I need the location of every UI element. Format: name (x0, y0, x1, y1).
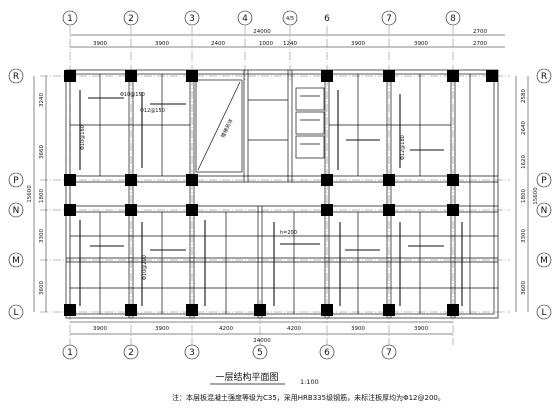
dim-right-seg-1: 2580 (521, 89, 527, 103)
rebar-label-2: Φ12@150 (140, 108, 165, 114)
dim-right-total: 15600 (533, 187, 539, 205)
drawing-scale: 1:100 (300, 378, 319, 386)
grid-left-r: R (13, 72, 19, 82)
dim-top-seg-7: 3900 (414, 41, 428, 47)
grid-right-n: N (541, 206, 548, 216)
dim-left-seg-2: 3660 (39, 145, 45, 159)
grid-top-3: 3 (189, 14, 195, 24)
grid-top-1: 1 (67, 14, 73, 24)
dim-bottom-seg-6: 3900 (414, 326, 428, 332)
dim-left-seg-1: 3240 (39, 93, 45, 107)
grid-bottom-7: 7 (386, 348, 392, 358)
grid-left-l: L (13, 308, 18, 318)
dim-top-seg-1: 3900 (93, 41, 107, 47)
grid-top-2: 2 (128, 14, 134, 24)
drawing-title: 一层结构平面图 (215, 371, 278, 383)
stair-opening (195, 79, 243, 173)
dim-top-right-total: 2700 (473, 29, 487, 35)
grid-bubbles (8, 10, 552, 360)
grid-bottom-3: 3 (189, 348, 195, 358)
dim-bottom-seg-4: 4200 (287, 326, 301, 332)
grid-bottom-5: 5 (257, 348, 263, 358)
grid-left-n: N (13, 206, 20, 216)
dim-bottom-seg-2: 3900 (155, 326, 169, 332)
dim-bottom-total: 24000 (253, 338, 271, 344)
slab-thickness-label: h=200 (280, 230, 297, 236)
dim-right-seg-5: 3300 (521, 229, 527, 243)
dim-left-total: 15600 (27, 185, 33, 203)
grid-left-m: M (12, 256, 20, 266)
dim-right-seg-6: 3600 (521, 281, 527, 295)
grid-right-m: M (540, 256, 548, 266)
dimension-lines (33, 34, 529, 335)
grid-top-6: 6 (324, 14, 330, 24)
dim-left-seg-4: 3300 (39, 229, 45, 243)
grid-top-8: 8 (450, 14, 456, 24)
dim-top-seg-5: 1240 (283, 41, 297, 47)
dim-right-seg-3: 1620 (521, 155, 527, 169)
dim-top-seg-2: 3900 (155, 41, 169, 47)
grid-top-4-5: 4/5 (286, 16, 294, 22)
dim-bottom-seg-3: 4200 (219, 326, 233, 332)
rebar-label-5: Φ10@200 (142, 255, 148, 280)
grid-left-p: P (13, 176, 19, 186)
dim-top-seg-6: 3900 (351, 41, 365, 47)
dim-top-seg-3: 2400 (211, 41, 225, 47)
grid-top-4: 4 (242, 14, 248, 24)
rebar-label-3: Φ10@180 (80, 125, 86, 150)
columns (64, 70, 498, 316)
drawing-note: 注：本层板混凝土强度等级为C35，采用HRB335级钢筋，未标注板厚均为Φ12@… (172, 393, 445, 402)
grid-top-7: 7 (386, 14, 392, 24)
rebar-label-1: Φ10@150 (120, 92, 145, 98)
grid-bottom-6: 6 (324, 348, 330, 358)
dim-top-seg-4: 1000 (259, 41, 273, 47)
dim-bottom-seg-5: 3900 (351, 326, 365, 332)
dim-right-seg-2: 2640 (521, 121, 527, 135)
rebar-lines (79, 90, 463, 306)
dim-right-seg-4: 1800 (521, 189, 527, 203)
grid-right-l: L (541, 308, 546, 318)
grid-right-p: P (541, 176, 547, 186)
beam-lines (65, 69, 499, 319)
dim-top-total: 24000 (253, 29, 271, 35)
grid-bottom-2: 2 (128, 348, 134, 358)
dim-left-seg-3: 1800 (39, 189, 45, 203)
rebar-label-4: Φ12@180 (400, 135, 406, 160)
dim-left-seg-5: 3600 (39, 281, 45, 295)
grid-bottom-1: 1 (67, 348, 73, 358)
dim-bottom-seg-1: 3900 (93, 326, 107, 332)
grid-right-r: R (541, 72, 547, 82)
dim-top-seg-8: 2700 (473, 41, 487, 47)
